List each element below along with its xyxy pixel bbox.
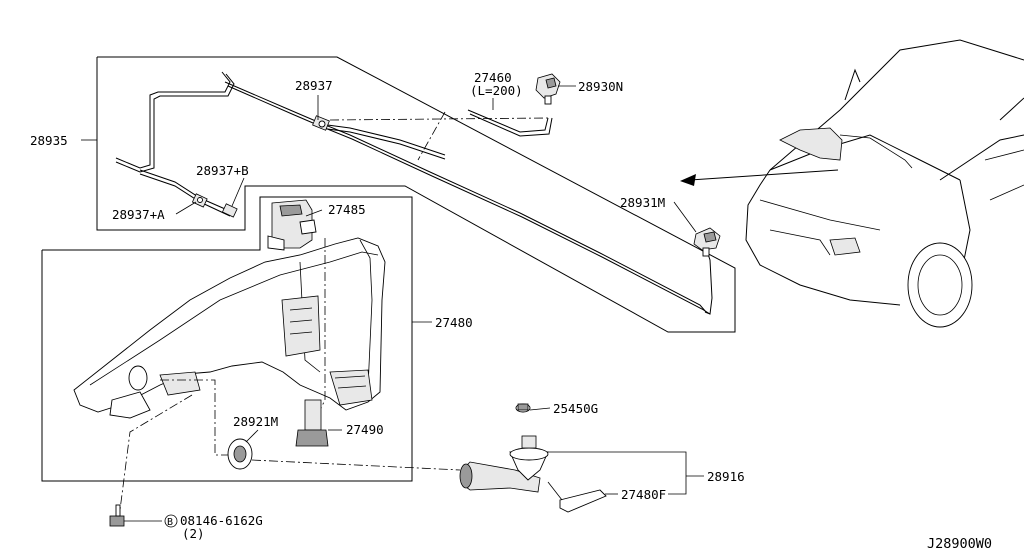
hose-joint-28937 (312, 115, 330, 131)
label-27490: 27490 (346, 422, 384, 437)
label-28935: 28935 (30, 133, 68, 148)
diagram-id: J28900W0 (927, 536, 992, 552)
dash-link-3 (160, 379, 240, 456)
label-27460: 27460 (474, 70, 512, 85)
dash-link-2 (329, 117, 549, 121)
bolt-08146 (109, 504, 125, 527)
washer-tank-27480 (73, 237, 386, 419)
nozzle-28930n (535, 73, 561, 105)
label-28921m: 28921M (233, 414, 278, 429)
cap-25450g (515, 403, 531, 413)
dash-link-6 (251, 459, 461, 471)
vehicle-silhouette (745, 39, 1024, 328)
bolt-marker-circle (164, 514, 178, 528)
label-28937b: 28937+B (196, 163, 249, 178)
label-27460-length: (L=200) (470, 83, 523, 98)
label-27480f: 27480F (621, 487, 666, 502)
level-sensor-27490 (295, 399, 329, 447)
label-bolt-qty: (2) (182, 526, 205, 541)
label-28930n: 28930N (578, 79, 623, 94)
leader-lines (81, 85, 704, 522)
lower-frame (41, 196, 413, 482)
label-27480: 27480 (435, 315, 473, 330)
grommet-28921m (227, 438, 253, 470)
label-28937: 28937 (295, 78, 333, 93)
washer-hose-28935 (115, 71, 713, 315)
hose-joint-28937b (221, 203, 238, 218)
upper-frame (96, 56, 736, 333)
washer-pump-27485 (267, 199, 317, 251)
hose-27460 (467, 109, 553, 137)
filler-neck-28916 (459, 435, 549, 493)
label-28937a: 28937+A (112, 207, 165, 222)
tank-neck (128, 365, 148, 391)
nozzle-28931m (693, 227, 721, 257)
label-25450g: 25450G (553, 401, 598, 416)
label-28931m: 28931M (620, 195, 665, 210)
label-28916: 28916 (707, 469, 745, 484)
pointer-arrow (680, 169, 839, 186)
dash-link-4 (119, 394, 193, 511)
label-bolt-part: 08146-6162G (180, 513, 263, 528)
label-27485: 27485 (328, 202, 366, 217)
cap-27480f (547, 481, 607, 513)
bolt-marker-letter: B (167, 517, 173, 528)
hose-joint-28937a (191, 193, 208, 208)
